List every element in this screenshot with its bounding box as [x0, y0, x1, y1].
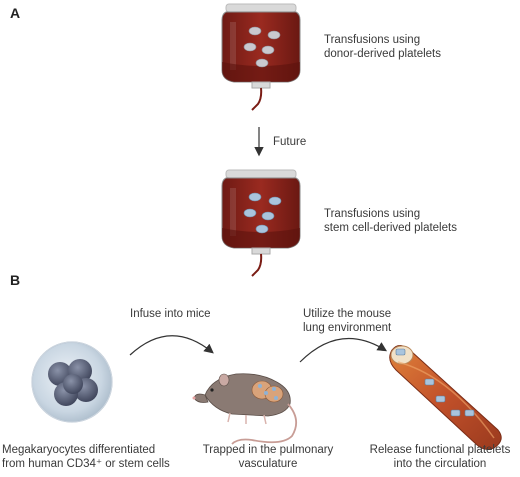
vessel-caption: Release functional platelets into the ci… — [369, 444, 511, 470]
mouse-caption: Trapped in the pulmonary vasculature — [202, 444, 334, 470]
bag1-caption: Transfusions using donor-derived platele… — [324, 34, 441, 60]
blood-bag-donor — [221, 3, 301, 111]
cells-caption: Megakaryocytes differentiated from human… — [2, 444, 170, 470]
blood-bag-stem-cell — [221, 169, 301, 277]
megakaryocyte-cell — [31, 341, 113, 423]
infuse-arrow — [129, 335, 214, 356]
panel-a-letter: A — [10, 5, 21, 21]
panel-b-letter: B — [10, 272, 21, 288]
blood-vessel — [389, 345, 502, 450]
bag2-caption: Transfusions using stem cell-derived pla… — [324, 208, 457, 234]
future-label: Future — [273, 136, 307, 148]
utilize-arrow — [299, 337, 388, 363]
infuse-label: Infuse into mice — [130, 308, 211, 320]
utilize-label: Utilize the mouse lung environment — [303, 308, 392, 334]
mouse-illustration — [192, 373, 298, 445]
